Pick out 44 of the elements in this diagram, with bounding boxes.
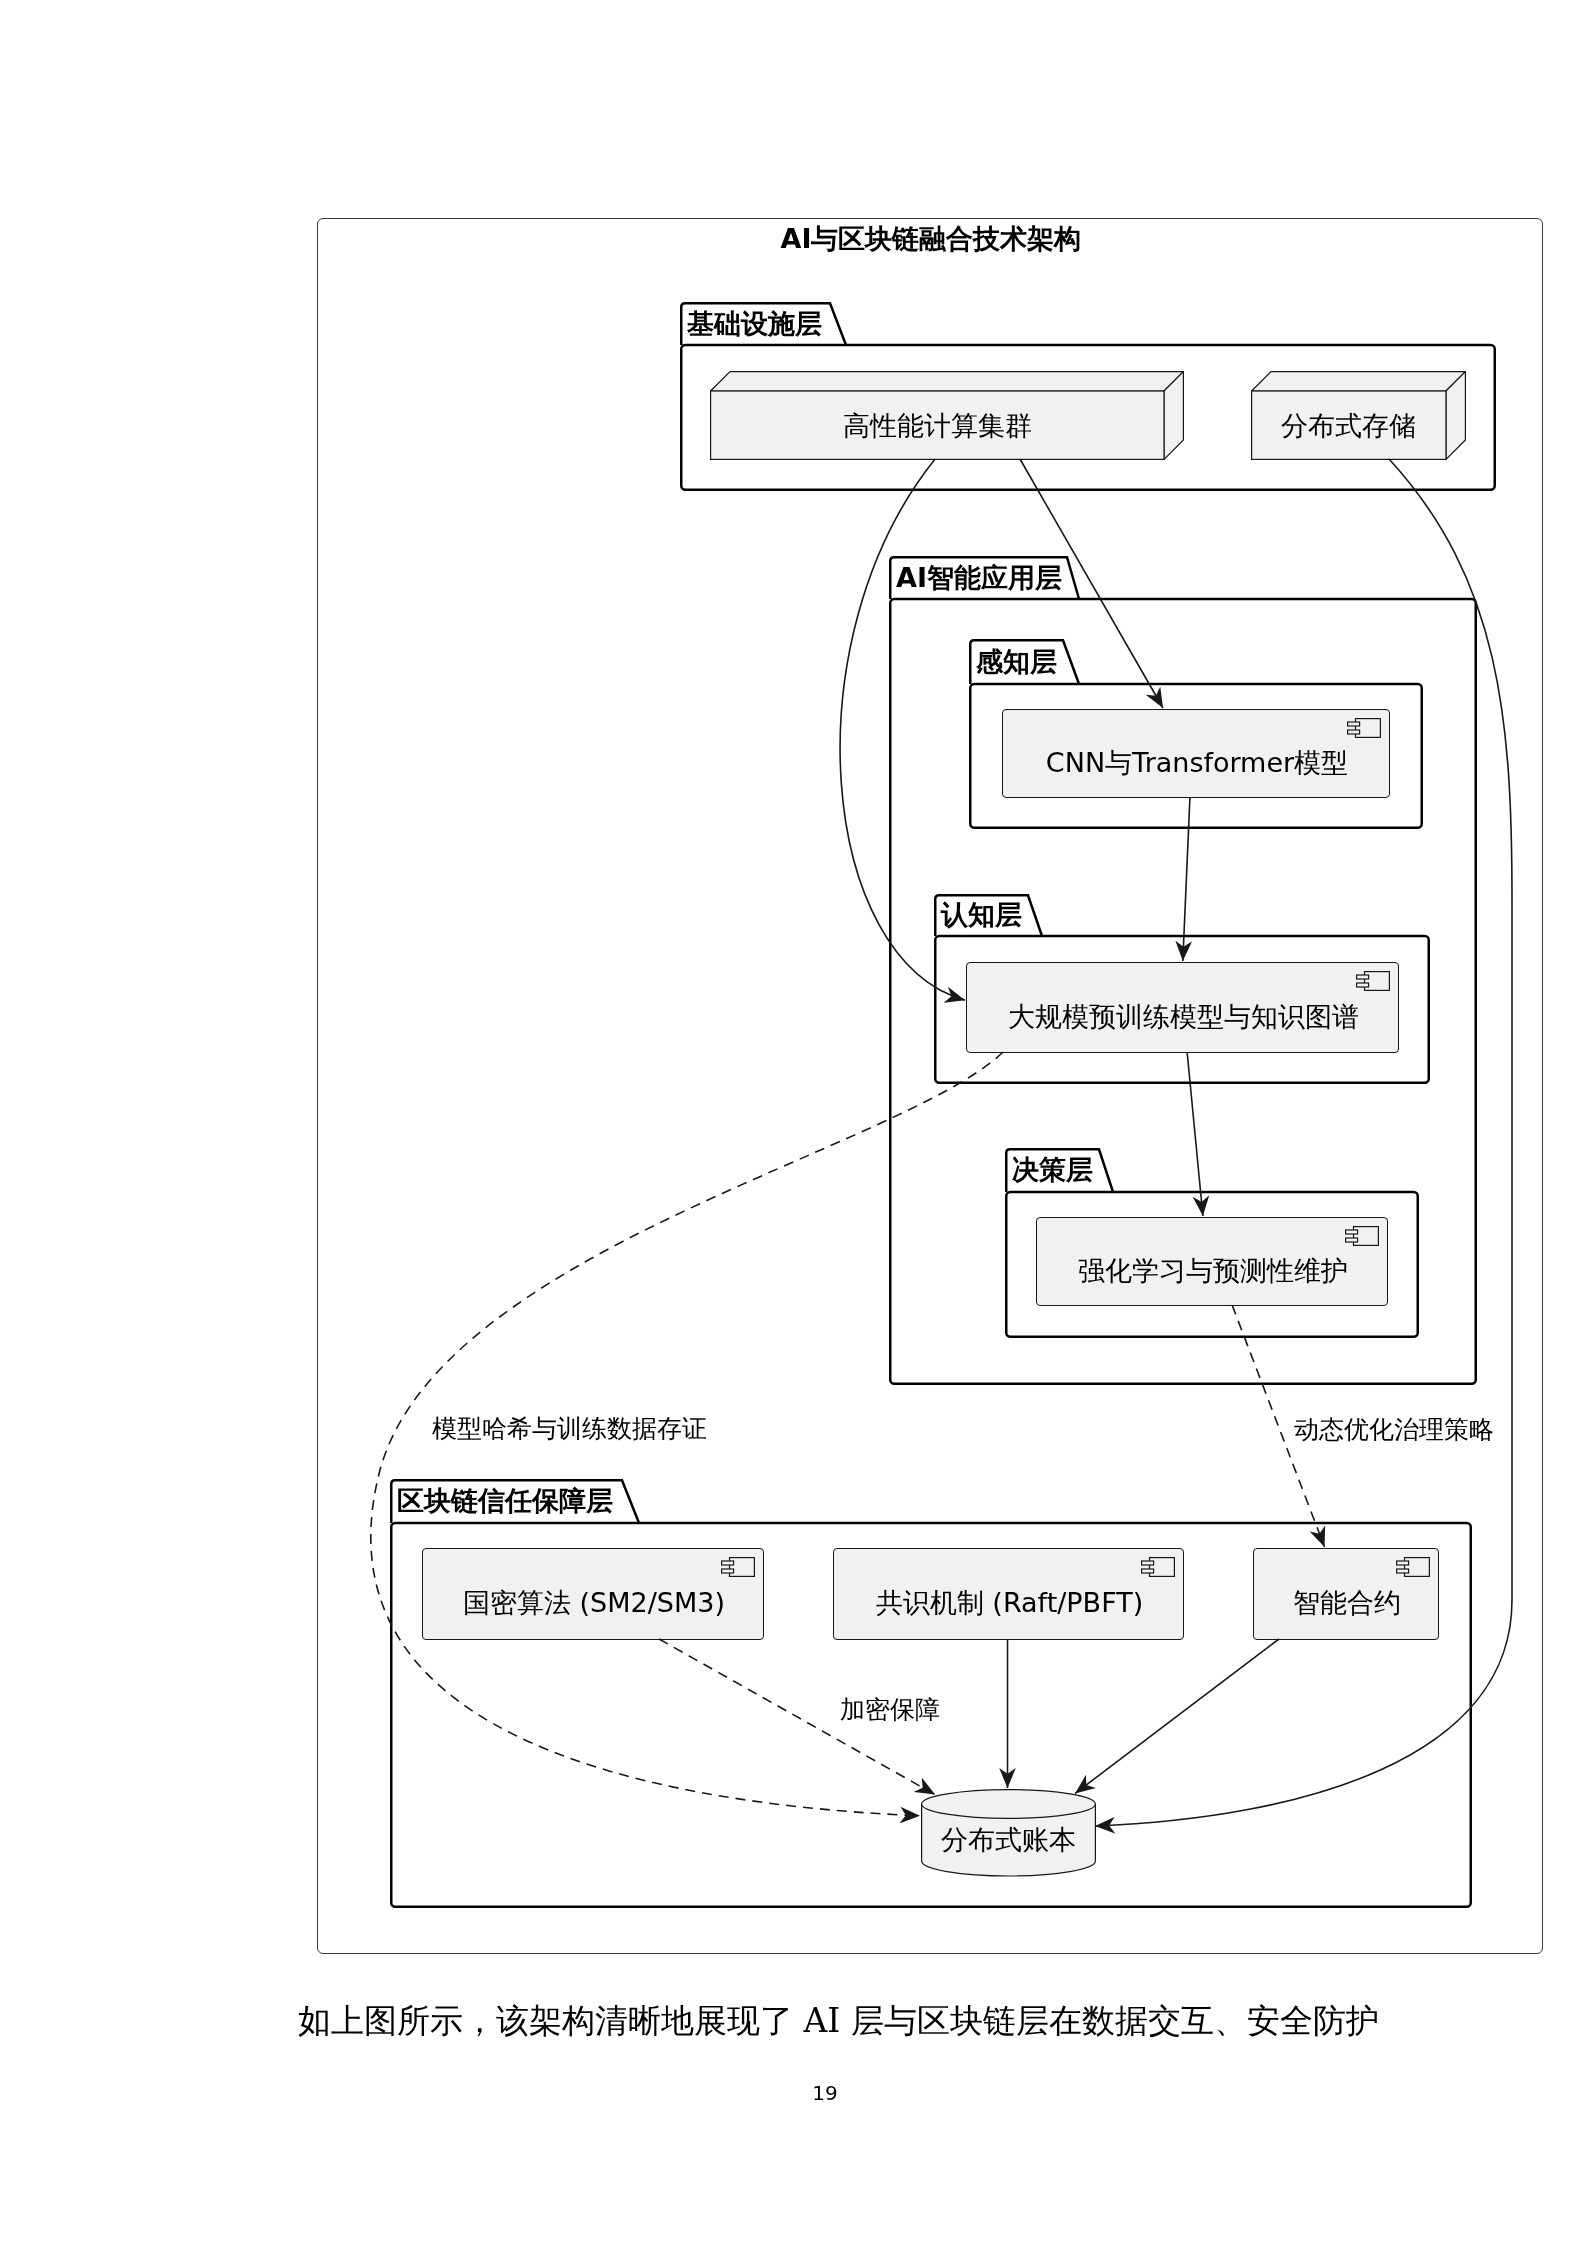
- component-label: CNN与Transformer模型: [1045, 747, 1349, 778]
- arrow: [1094, 458, 1513, 1834]
- edge-label: 模型哈希与训练数据存证: [430, 1415, 709, 1444]
- page-number: 19: [812, 2082, 838, 2105]
- paragraph-text: 如上图所示，该架构清晰地展现了 AI 层与区块链层在数据交互、安全防护: [298, 2002, 1379, 2040]
- component-label: 国密算法 (SM2/SM3): [463, 1587, 725, 1619]
- outer-frame: [317, 218, 1543, 1954]
- cylinder-label: 分布式账本: [941, 1824, 1076, 1856]
- arrow: [1175, 796, 1192, 962]
- dashed-arrow: [1231, 1304, 1326, 1548]
- database-cylinder: [921, 1789, 1096, 1876]
- package-label: 决策层: [1012, 1154, 1093, 1186]
- component-label: 智能合约: [1293, 1587, 1401, 1619]
- package-label: AI智能应用层: [896, 562, 1062, 593]
- component-label: 共识机制 (Raft/PBFT): [875, 1587, 1144, 1619]
- dashed-arrow: [658, 1638, 936, 1796]
- node-label: 分布式存储: [1281, 410, 1416, 441]
- arrow: [1074, 1638, 1280, 1795]
- node-label: 高性能计算集群: [842, 410, 1032, 441]
- package-frame: [969, 639, 1423, 829]
- package-label: 基础设施层: [687, 308, 822, 339]
- component-box: [833, 1548, 1184, 1640]
- package-frame: [680, 302, 1496, 491]
- component-box: [1036, 1217, 1388, 1306]
- package-label: 区块链信任保障层: [397, 1485, 613, 1517]
- arrow: [1019, 458, 1164, 709]
- package-frame: [889, 556, 1477, 1385]
- frame-title: AI与区块链融合技术架构: [780, 223, 1082, 255]
- package-frame: [934, 894, 1430, 1084]
- component-box: [966, 962, 1399, 1053]
- component-label: 强化学习与预测性维护: [1078, 1255, 1348, 1286]
- arrow: [839, 458, 966, 1001]
- arrow: [999, 1638, 1016, 1789]
- arrow: [1186, 1051, 1210, 1217]
- component-label: 大规模预训练模型与知识图谱: [1008, 1001, 1359, 1032]
- edge-label: 动态优化治理策略: [1292, 1416, 1496, 1445]
- package-frame: [390, 1479, 1472, 1908]
- component-box: [1253, 1548, 1439, 1640]
- package-label: 感知层: [976, 646, 1057, 677]
- component-box: [1002, 709, 1390, 798]
- component-box: [422, 1548, 764, 1640]
- package-label: 认知层: [941, 899, 1022, 931]
- edge-label: 加密保障: [838, 1696, 942, 1725]
- package-frame: [1005, 1148, 1419, 1338]
